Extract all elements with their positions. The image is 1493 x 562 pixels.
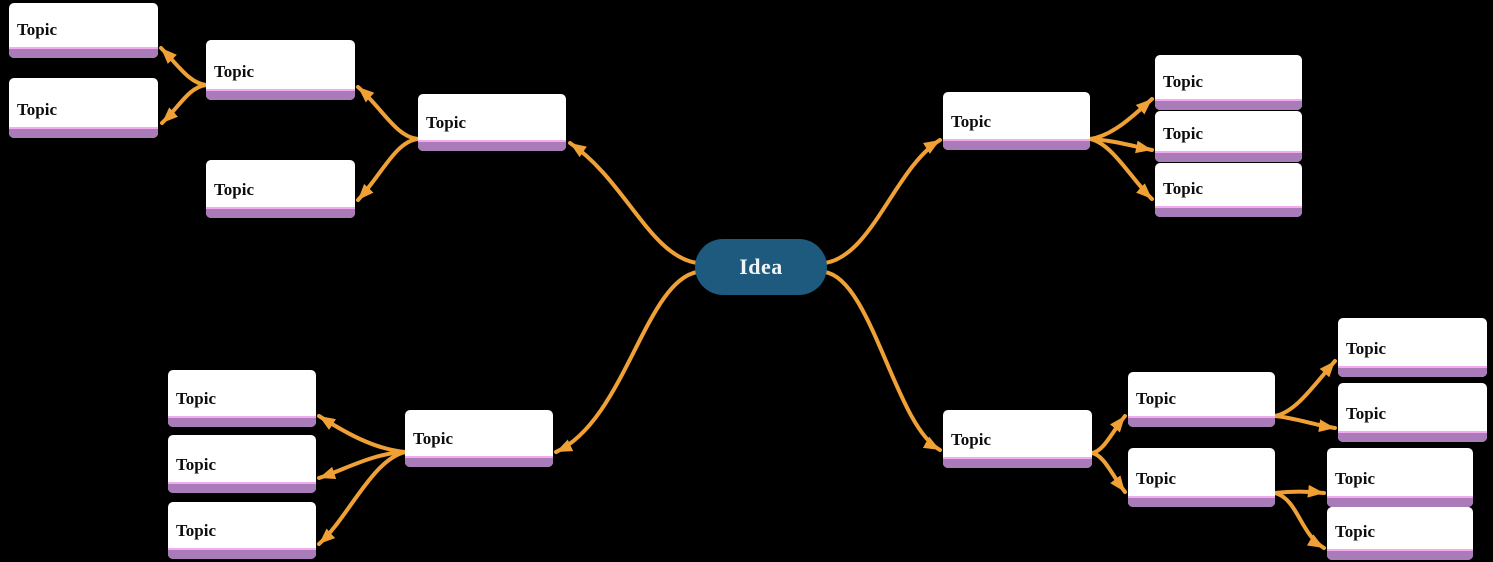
topic-node-label: Topic (214, 180, 255, 199)
topic-node-right-bottom-1-1-1[interactable]: Topic (1338, 318, 1487, 377)
topic-node-label: Topic (1136, 389, 1177, 408)
connector-left-bottom-1-to-left-bottom-1-3 (317, 450, 407, 546)
connector-left-top-1-1-to-left-top-1-1-2 (160, 83, 208, 125)
topic-node-right-bottom-1-1-2[interactable]: Topic (1338, 383, 1487, 442)
topic-node-right-top-1-1[interactable]: Topic (1155, 55, 1302, 110)
topic-node-label: Topic (1163, 179, 1204, 198)
topic-node-label: Topic (1335, 469, 1376, 488)
central-idea-node[interactable]: Idea (695, 239, 827, 295)
topic-node-label: Topic (17, 20, 58, 39)
topic-underline (1128, 416, 1275, 427)
topic-underline (206, 207, 355, 218)
topic-node-label: Topic (176, 455, 217, 474)
topic-node-right-top-1[interactable]: Topic (943, 92, 1090, 150)
topic-node-label: Topic (1346, 404, 1387, 423)
topic-node-label: Topic (1163, 124, 1204, 143)
topic-node-right-bottom-1-2-1[interactable]: Topic (1327, 448, 1473, 507)
topic-underline (1338, 366, 1487, 377)
topic-underline (1155, 151, 1302, 162)
topic-node-label: Topic (951, 112, 992, 131)
topic-node-right-bottom-1-2-2[interactable]: Topic (1327, 507, 1473, 560)
connector-idea-to-left-top-1 (568, 141, 699, 265)
connector-left-bottom-1-to-left-bottom-1-2 (317, 450, 407, 480)
topic-node-left-top-1-1-2[interactable]: Topic (9, 78, 158, 138)
topic-node-label: Topic (1136, 469, 1177, 488)
topic-underline (1327, 496, 1473, 507)
topic-underline (943, 457, 1092, 468)
topic-node-left-bottom-1-3[interactable]: Topic (168, 502, 316, 559)
topic-underline (9, 127, 158, 138)
topic-underline (206, 89, 355, 100)
topic-node-left-bottom-1[interactable]: Topic (405, 410, 553, 467)
topic-node-left-top-1[interactable]: Topic (418, 94, 566, 151)
connector-right-bottom-1-1-to-right-bottom-1-1-1 (1273, 359, 1337, 418)
topic-node-label: Topic (426, 113, 467, 132)
connector-idea-to-right-bottom-1 (823, 270, 942, 452)
topic-node-left-bottom-1-2[interactable]: Topic (168, 435, 316, 493)
topic-underline (1155, 206, 1302, 217)
topic-node-left-bottom-1-1[interactable]: Topic (168, 370, 316, 427)
topic-node-label: Topic (176, 389, 217, 408)
topic-node-label: Topic (214, 62, 255, 81)
connector-idea-to-right-top-1 (823, 138, 942, 265)
connector-right-bottom-1-2-to-right-bottom-1-2-2 (1273, 491, 1326, 550)
topic-node-right-bottom-1-1[interactable]: Topic (1128, 372, 1275, 427)
topic-node-right-bottom-1[interactable]: Topic (943, 410, 1092, 468)
topic-underline (405, 456, 553, 467)
topic-node-left-top-1-2[interactable]: Topic (206, 160, 355, 218)
topic-underline (1128, 496, 1275, 507)
topic-underline (418, 140, 566, 151)
connector-left-top-1-to-left-top-1-2 (356, 137, 420, 202)
topic-node-label: Topic (1163, 72, 1204, 91)
topic-node-label: Topic (951, 430, 992, 449)
connector-right-bottom-1-to-right-bottom-1-2 (1090, 451, 1127, 494)
connector-right-bottom-1-1-to-right-bottom-1-1-2 (1273, 414, 1337, 433)
topic-underline (1338, 431, 1487, 442)
topic-node-label: Topic (1346, 339, 1387, 358)
topic-underline (9, 47, 158, 58)
topic-underline (1155, 99, 1302, 110)
topic-node-right-top-1-2[interactable]: Topic (1155, 111, 1302, 162)
topic-underline (168, 416, 316, 427)
topic-node-label: Topic (1335, 522, 1376, 541)
topic-node-left-top-1-1[interactable]: Topic (206, 40, 355, 100)
connector-idea-to-left-bottom-1 (554, 270, 699, 454)
topic-node-right-bottom-1-2[interactable]: Topic (1128, 448, 1275, 507)
connector-group (159, 46, 1337, 550)
topic-node-label: Topic (413, 429, 454, 448)
central-idea-label: Idea (739, 254, 783, 279)
topic-underline (943, 139, 1090, 150)
topic-node-label: Topic (17, 100, 58, 119)
topic-node-left-top-1-1-1[interactable]: Topic (9, 3, 158, 58)
connector-right-top-1-to-right-top-1-3 (1088, 137, 1154, 201)
connector-left-bottom-1-to-left-bottom-1-1 (317, 414, 407, 454)
topic-underline (168, 482, 316, 493)
topic-underline (1327, 549, 1473, 560)
connector-left-top-1-to-left-top-1-1 (356, 85, 420, 141)
topic-node-right-top-1-3[interactable]: Topic (1155, 163, 1302, 217)
topic-underline (168, 548, 316, 559)
topic-node-label: Topic (176, 521, 217, 540)
